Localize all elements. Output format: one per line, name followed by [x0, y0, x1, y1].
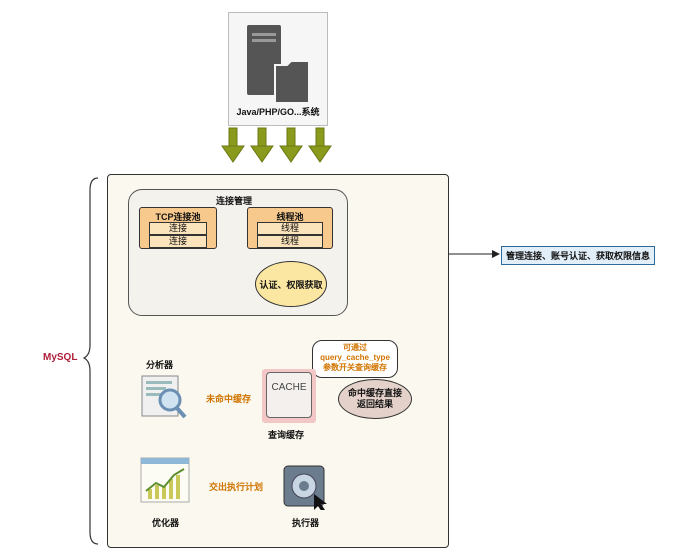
client-label: Java/PHP/GO...系统 [236, 107, 320, 117]
cache-miss-label: 未命中缓存 [205, 392, 253, 405]
parser-icon [141, 375, 187, 419]
green-down-arrow-3 [279, 127, 303, 163]
auth-privilege-node: 认证、权限获取 [255, 261, 327, 307]
query-cache-callout: 可通过 query_cache_type 参数开关查询缓存 [312, 340, 398, 378]
callout-line: 可通过 [343, 343, 367, 352]
execution-plan-label: 交出执行计划 [208, 480, 265, 493]
thread-item: 线程 [257, 222, 323, 235]
connection-management-title: 连接管理 [216, 196, 253, 206]
optimizer-label: 优化器 [152, 518, 180, 528]
parser-label: 分析器 [146, 360, 174, 370]
cache-hit-node: 命中缓存直接 返回结果 [338, 379, 412, 419]
thread-pool: 线程池 线程 线程 [247, 207, 333, 249]
green-down-arrow-4 [308, 127, 332, 163]
green-down-arrow-2 [250, 127, 274, 163]
green-arrows [221, 127, 332, 163]
tcp-connection-item: 连接 [149, 235, 207, 248]
client-system-box: Java/PHP/GO...系统 [228, 12, 328, 126]
cache-icon: CACHE [266, 372, 312, 418]
thread-item: 线程 [257, 235, 323, 248]
green-down-arrow-1 [221, 127, 245, 163]
callout-line: 参数开关查询缓存 [323, 363, 387, 372]
cache-hit-line: 命中缓存直接 [347, 388, 402, 398]
side-note: 管理连接、账号认证、获取权限信息 [501, 246, 656, 265]
tcp-connection-item: 连接 [149, 222, 207, 235]
query-cache-label: 查询缓存 [268, 430, 305, 440]
mysql-label: MySQL [43, 352, 78, 363]
executor-label: 执行器 [292, 518, 320, 528]
optimizer-chart-icon [140, 457, 190, 503]
mysql-brace [82, 177, 99, 545]
server-icon [247, 25, 310, 103]
tcp-pool-title: TCP连接池 [155, 212, 201, 222]
thread-pool-title: 线程池 [276, 212, 304, 222]
tcp-connection-pool: TCP连接池 连接 连接 [139, 207, 217, 249]
callout-line: query_cache_type [320, 353, 390, 362]
cache-hit-line: 返回结果 [356, 399, 393, 409]
executor-gear-icon [283, 465, 327, 510]
